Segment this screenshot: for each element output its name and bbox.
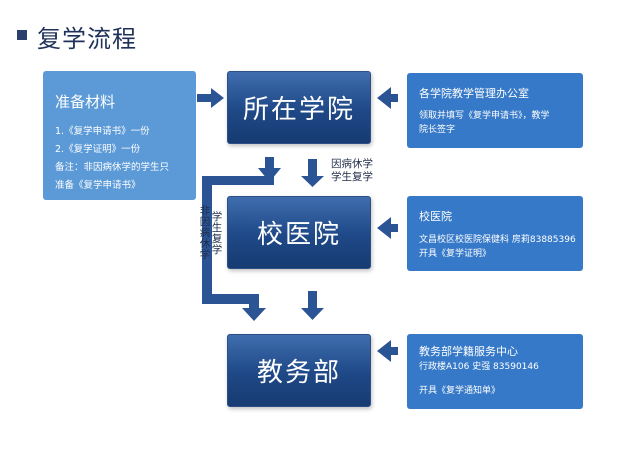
nonsick-char: 因 xyxy=(199,216,211,228)
hospital-info-line-1: 文昌校区校医院保健科 房莉83885396 xyxy=(419,235,576,245)
nonsick-char: 学 xyxy=(211,244,223,256)
arrow-materials-to-college xyxy=(197,88,224,108)
hospital-info-title: 校医院 xyxy=(419,210,452,223)
materials-note-line-2: 准备《复学申请书》 xyxy=(55,180,141,191)
materials-title: 准备材料 xyxy=(55,93,116,111)
arrow-bypass-head xyxy=(258,168,281,182)
title-bullet xyxy=(17,30,27,40)
college-office-line-2: 院长签字 xyxy=(419,125,456,135)
nonsick-char: 病 xyxy=(199,227,211,239)
college-office-box: 各学院教学管理办公室 领取并填写《复学申请书》，教学 院长签字 xyxy=(407,73,583,148)
academic-center-line-1: 行政楼A106 史强 83590146 xyxy=(419,362,539,372)
step-college-label: 所在学院 xyxy=(242,95,355,125)
materials-line-2: 2.《复学证明》一份 xyxy=(55,144,141,155)
nonsick-char: 学 xyxy=(211,211,223,223)
step-academic: 教务部 xyxy=(227,334,371,407)
materials-panel: 准备材料 1.《复学申请书》一份 2.《复学证明》一份 备注：非因病休学的学生只… xyxy=(43,71,196,200)
arrow-college-to-hospital xyxy=(301,159,324,187)
nonsick-char: 复 xyxy=(211,233,223,245)
college-office-line-1: 领取并填写《复学申请书》，教学 xyxy=(419,111,550,121)
arrow-office-to-college xyxy=(377,87,398,109)
college-office-title: 各学院教学管理办公室 xyxy=(419,87,529,100)
materials-note-line-1: 备注：非因病休学的学生只 xyxy=(55,162,170,173)
academic-center-box: 教务部学籍服务中心 行政楼A106 史强 83590146 开具《复学通知单》 xyxy=(407,334,583,409)
sick-label-line-1: 因病休学 xyxy=(331,158,373,170)
step-college: 所在学院 xyxy=(227,71,371,144)
step-hospital-label: 校医院 xyxy=(256,220,341,250)
sick-label: 因病休学 学生复学 xyxy=(331,158,373,184)
nonsick-label-col-2: 学 生 复 学 xyxy=(211,212,223,256)
hospital-info-box: 校医院 文昌校区校医院保健科 房莉83885396 开具《复学证明》 xyxy=(407,196,583,271)
step-hospital: 校医院 xyxy=(227,196,371,269)
nonsick-char: 休 xyxy=(199,238,211,250)
nonsick-char: 学 xyxy=(199,249,211,261)
materials-line-1: 1.《复学申请书》一份 xyxy=(55,126,150,137)
nonsick-char: 非 xyxy=(199,205,211,217)
nonsick-label-col-1: 非 因 病 休 学 xyxy=(199,206,211,261)
academic-center-title: 教务部学籍服务中心 xyxy=(419,345,518,358)
academic-center-line-2: 开具《复学通知单》 xyxy=(419,386,501,396)
arrow-hospital-side-to-hospital xyxy=(377,217,398,239)
arrow-hospital-to-academic xyxy=(301,291,324,320)
hospital-info-line-2: 开具《复学证明》 xyxy=(419,249,492,259)
sick-label-line-2: 学生复学 xyxy=(331,171,373,183)
step-academic-label: 教务部 xyxy=(256,358,341,388)
arrow-center-to-academic xyxy=(377,340,398,362)
page-title: 复学流程 xyxy=(37,25,137,53)
nonsick-char: 生 xyxy=(211,222,223,234)
